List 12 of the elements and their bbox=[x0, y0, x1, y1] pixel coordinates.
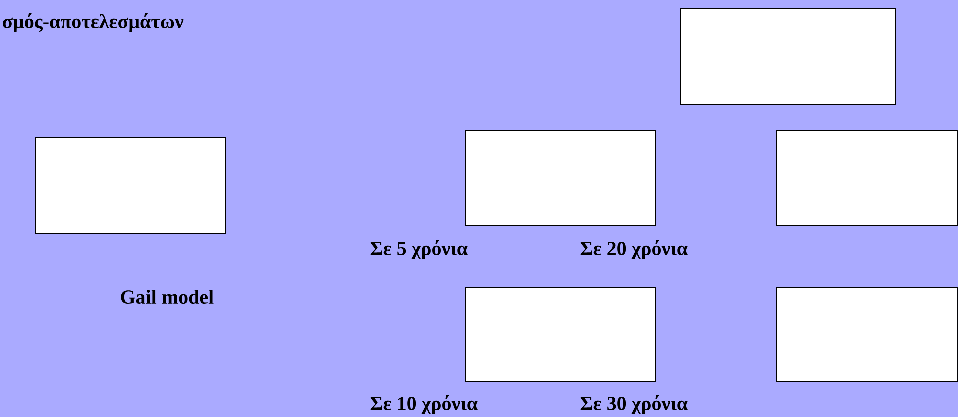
label: Gail model bbox=[121, 290, 214, 304]
title: σμός-αποτελεσμάτων bbox=[2, 13, 184, 33]
empty-box bbox=[776, 130, 958, 226]
empty-box bbox=[465, 130, 656, 226]
empty-box bbox=[776, 286, 958, 382]
empty-box bbox=[35, 137, 226, 234]
label: Σε 30 χρόνια bbox=[580, 395, 688, 415]
empty-box bbox=[465, 286, 656, 382]
label: Σε 10 χρόνια bbox=[370, 395, 478, 415]
empty-box bbox=[680, 8, 896, 105]
label: Σε 20 χρόνια bbox=[580, 240, 688, 260]
label: Σε 5 χρόνια bbox=[370, 240, 468, 260]
